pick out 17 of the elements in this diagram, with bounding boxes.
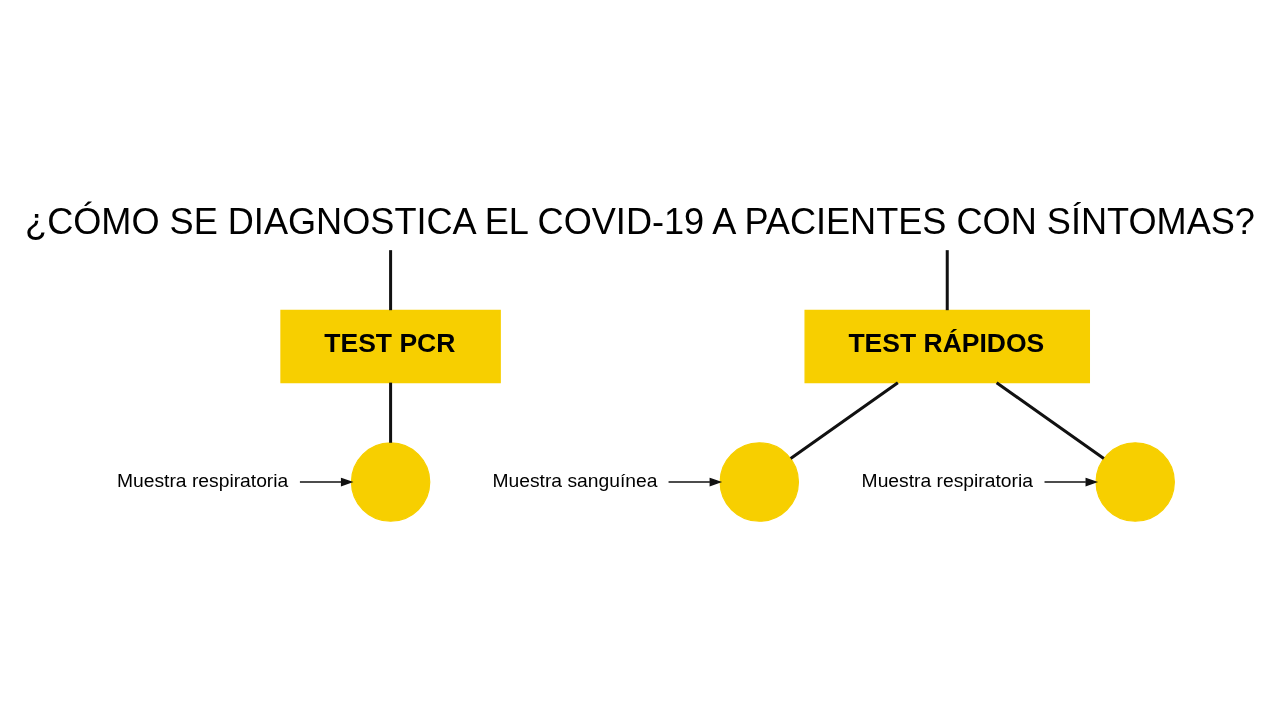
connector [389,249,393,310]
node-text: Muestra sanguínea [492,469,658,491]
node-text: Muestra respiratoria [116,469,289,491]
connector [945,249,949,310]
node-circle [350,441,431,522]
connector [789,380,899,460]
node-text: Muestra respiratoria [861,469,1033,491]
arrow [667,477,723,486]
arrow [299,477,354,486]
connector [995,380,1105,460]
arrow [1043,477,1099,486]
node-box: TEST PCR [280,309,501,383]
node-circle [719,441,800,522]
node-circle [1095,441,1175,522]
connector [389,382,393,443]
node-box: TEST RÁPIDOS [804,309,1090,383]
diagram-title: ¿CÓMO SE DIAGNOSTICA EL COVID-19 A PACIENTES CON SÍNTOMAS? [25,200,1255,242]
